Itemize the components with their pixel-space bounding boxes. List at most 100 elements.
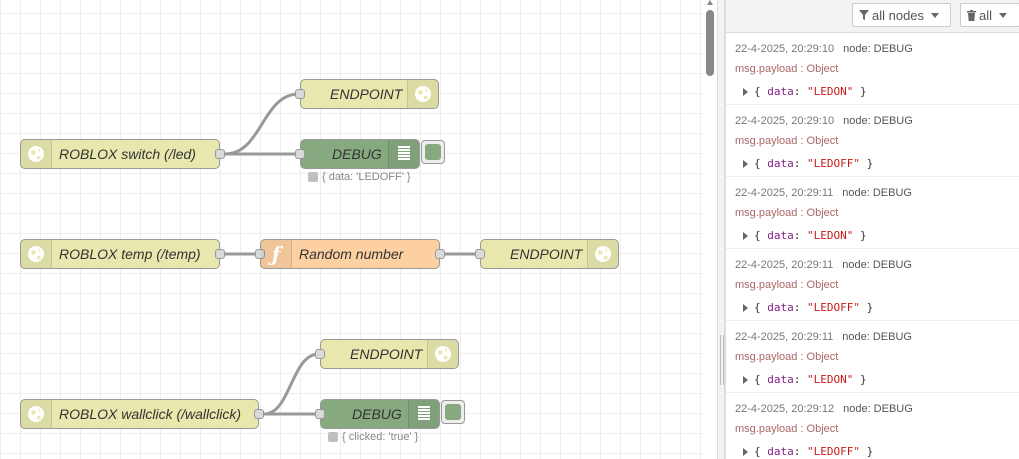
chevron-down-icon <box>931 12 940 18</box>
node-status: { data: 'LEDOFF' } <box>308 171 411 183</box>
filter-icon <box>859 10 869 20</box>
payload-key: data <box>767 301 794 314</box>
message-node[interactable]: node: DEBUG <box>843 403 913 415</box>
message-time: 22-4-2025, 20:29:11 <box>735 331 834 343</box>
debug-toggle-button[interactable] <box>441 400 465 424</box>
message-time: 22-4-2025, 20:29:10 <box>735 115 835 127</box>
input-port[interactable] <box>315 349 325 359</box>
message-payload[interactable]: { data: "LEDOFF" } <box>743 301 873 314</box>
input-port[interactable] <box>255 249 265 259</box>
output-port[interactable] <box>435 249 445 259</box>
input-port[interactable] <box>475 249 485 259</box>
sidebar-splitter[interactable] <box>717 0 725 459</box>
expand-triangle-icon[interactable] <box>743 375 748 384</box>
node-label: ENDPOINT <box>330 86 403 102</box>
filter-nodes-label: all nodes <box>872 7 925 23</box>
scrollbar-thumb[interactable] <box>706 10 714 76</box>
chevron-down-icon <box>999 12 1008 18</box>
node-label: DEBUG <box>352 406 402 422</box>
function-icon: ƒ <box>261 240 292 268</box>
filter-nodes-dropdown[interactable]: all nodes <box>852 3 951 27</box>
debug-toolbar: all nodes all <box>726 0 1019 33</box>
message-meta: 22-4-2025, 20:29:11 node: DEBUG <box>735 259 912 271</box>
globe-icon <box>587 240 618 268</box>
node-label: ENDPOINT <box>350 346 423 362</box>
output-port[interactable] <box>215 149 225 159</box>
node-label: ROBLOX temp (/temp) <box>59 246 201 262</box>
node-random-number[interactable]: ƒ Random number <box>255 239 445 269</box>
message-node[interactable]: node: DEBUG <box>843 115 913 127</box>
status-text: { data: 'LEDOFF' } <box>322 171 411 183</box>
node-status: { clicked: 'true' } <box>328 431 418 443</box>
node-label: DEBUG <box>332 146 382 162</box>
workspace-scrollbar[interactable] <box>703 0 717 459</box>
payload-key: data <box>767 229 794 242</box>
message-meta: 22-4-2025, 20:29:10 node: DEBUG <box>735 115 913 127</box>
debug-message[interactable]: 22-4-2025, 20:29:10 node: DEBUG msg.paylo… <box>726 33 1019 105</box>
node-endpoint-3[interactable]: ENDPOINT <box>315 339 459 369</box>
message-topic: msg.payload : Object <box>735 63 839 75</box>
globe-icon <box>21 140 52 168</box>
input-port[interactable] <box>315 409 325 419</box>
debug-sidebar: all nodes all 22-4-2025, 20:29:10 node: D… <box>725 0 1019 459</box>
flow-workspace[interactable]: ROBLOX switch (/led) ENDPOINT DEBUG { da… <box>0 0 703 459</box>
node-label: ENDPOINT <box>510 246 583 262</box>
message-time: 22-4-2025, 20:29:11 <box>735 259 834 271</box>
payload-value: "LEDON" <box>807 229 854 242</box>
list-icon <box>388 140 419 168</box>
message-node[interactable]: node: DEBUG <box>842 259 912 271</box>
expand-triangle-icon[interactable] <box>743 447 748 456</box>
list-icon <box>408 400 439 428</box>
message-time: 22-4-2025, 20:29:11 <box>735 187 834 199</box>
globe-icon <box>21 240 52 268</box>
node-label: ROBLOX wallclick (/wallclick) <box>59 406 242 422</box>
message-node[interactable]: node: DEBUG <box>842 331 912 343</box>
expand-triangle-icon[interactable] <box>743 159 748 168</box>
expand-triangle-icon[interactable] <box>743 87 748 96</box>
payload-value: "LEDON" <box>807 85 854 98</box>
node-roblox-temp[interactable]: ROBLOX temp (/temp) <box>20 239 225 269</box>
node-roblox-switch[interactable]: ROBLOX switch (/led) <box>20 139 225 169</box>
input-port[interactable] <box>295 149 305 159</box>
node-label: ROBLOX switch (/led) <box>59 146 196 162</box>
status-text: { clicked: 'true' } <box>342 431 419 443</box>
debug-toggle-button[interactable] <box>421 140 445 164</box>
output-port[interactable] <box>254 409 264 419</box>
node-roblox-wallclick[interactable]: ROBLOX wallclick (/wallclick) <box>20 399 264 429</box>
message-payload[interactable]: { data: "LEDON" } <box>743 85 867 98</box>
wire <box>263 352 320 416</box>
scroll-up-icon[interactable] <box>707 0 713 5</box>
node-endpoint-1[interactable]: ENDPOINT <box>295 79 439 109</box>
node-endpoint-2[interactable]: ENDPOINT <box>475 239 619 269</box>
payload-value: "LEDOFF" <box>807 445 860 458</box>
message-time: 22-4-2025, 20:29:12 <box>735 403 835 415</box>
message-meta: 22-4-2025, 20:29:10 node: DEBUG <box>735 43 913 55</box>
message-topic: msg.payload : Object <box>735 135 839 147</box>
payload-key: data <box>767 373 794 386</box>
debug-message[interactable]: 22-4-2025, 20:29:10 node: DEBUG msg.paylo… <box>726 105 1019 177</box>
status-dot <box>328 432 338 442</box>
globe-icon <box>21 400 52 428</box>
node-debug-1[interactable]: DEBUG <box>295 139 420 169</box>
message-meta: 22-4-2025, 20:29:11 node: DEBUG <box>735 187 912 199</box>
message-time: 22-4-2025, 20:29:10 <box>735 43 835 55</box>
message-node[interactable]: node: DEBUG <box>842 187 912 199</box>
node-debug-2[interactable]: DEBUG <box>315 399 440 429</box>
message-payload[interactable]: { data: "LEDOFF" } <box>743 445 873 458</box>
clear-dropdown[interactable]: all <box>960 3 1019 27</box>
message-payload[interactable]: { data: "LEDON" } <box>743 373 867 386</box>
input-port[interactable] <box>295 89 305 99</box>
message-payload[interactable]: { data: "LEDOFF" } <box>743 157 873 170</box>
payload-value: "LEDON" <box>807 373 854 386</box>
output-port[interactable] <box>215 249 225 259</box>
expand-triangle-icon[interactable] <box>743 303 748 312</box>
clear-label: all <box>979 7 993 23</box>
expand-triangle-icon[interactable] <box>743 231 748 240</box>
message-node[interactable]: node: DEBUG <box>843 43 913 55</box>
payload-key: data <box>767 445 794 458</box>
message-payload[interactable]: { data: "LEDON" } <box>743 229 867 242</box>
